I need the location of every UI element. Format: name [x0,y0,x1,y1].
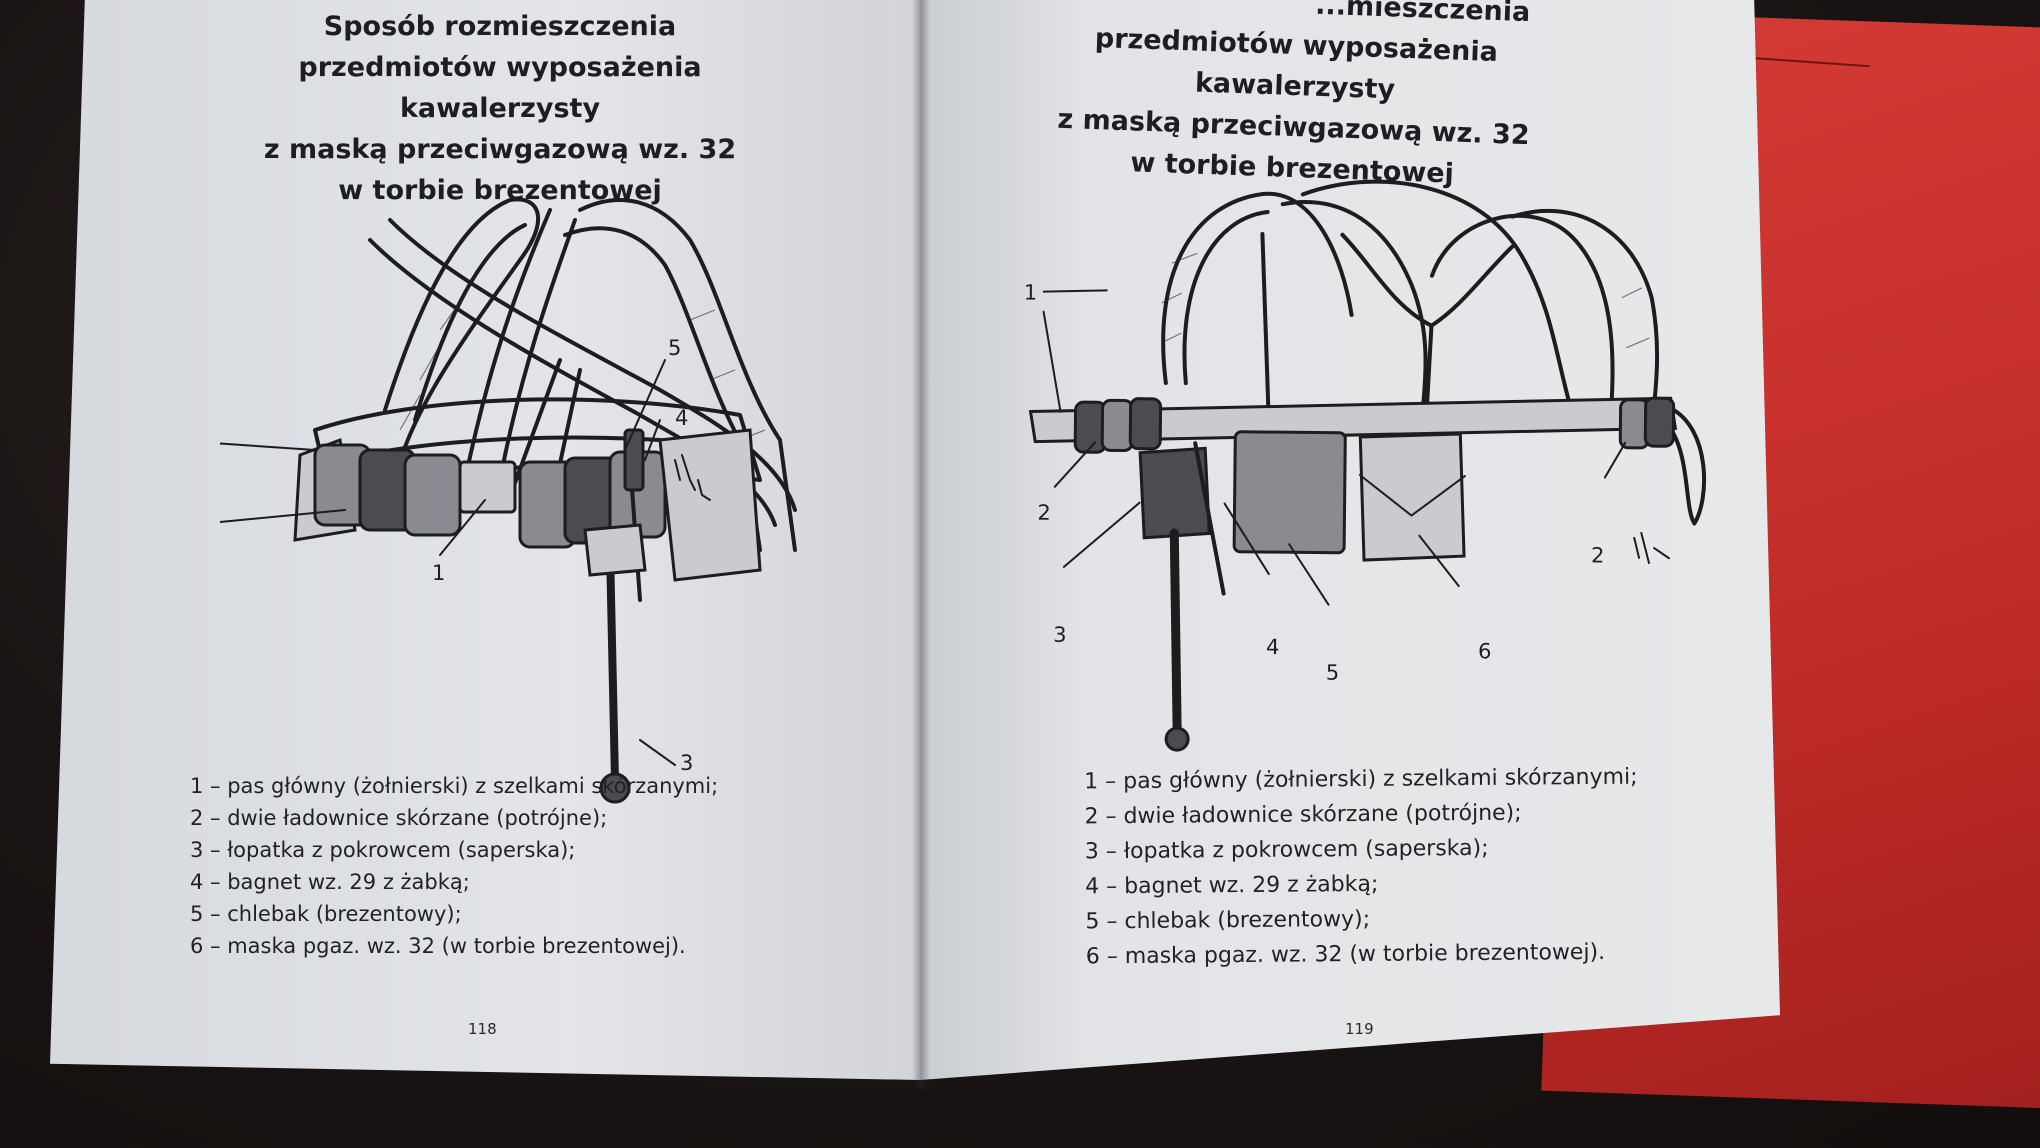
shovel-cover [1138,446,1211,540]
callout-leader-2 [1603,441,1627,479]
side-strap [1260,231,1271,417]
suspender-strap [578,198,797,552]
legend-item: 5 – chlebak (brezentowy); [1085,906,1371,935]
title-line: Sposób rozmieszczenia [323,11,677,42]
callout-leader-1 [1042,310,1062,413]
legend-item: 3 – łopatka z pokrowcem (saperska); [190,838,576,862]
callout-number: 6 [1478,639,1492,663]
ammo-pouches-right [1618,396,1676,450]
right-page: ...mieszczenia przedmiotów wyposażenia k… [920,0,1780,1080]
main-belt [1028,396,1678,444]
title-line: przedmiotów wyposażenia kawalerzysty [1094,22,1499,106]
belt-end [1668,406,1707,526]
callout-leader-5 [624,359,666,451]
callout-leader-2 [1053,441,1097,488]
callout-leader-5 [1288,543,1330,606]
left-page: Sposób rozmieszczenia przedmiotów wyposa… [50,0,920,1080]
artist-signature [1633,531,1671,565]
legend-list: 1 – pas główny (żołnierski) z szelkami s… [190,770,718,962]
legend-list: 1 – pas główny (żołnierski) z szelkami s… [1084,760,1639,975]
legend-item: 6 – maska pgaz. wz. 32 (w torbie brezent… [1085,939,1606,970]
title-line: z maską przeciwgazową wz. 32 [1057,103,1531,152]
suspender-strap [383,197,540,482]
shovel-handle [606,546,619,784]
callout-leader-4 [1223,502,1270,576]
suspender-arch [1280,200,1428,438]
callout-leader-3 [639,739,676,766]
shovel-knob [1164,726,1190,752]
artist-signature [674,454,711,501]
strap-shading [399,294,766,441]
callout-number: 5 [1326,661,1340,685]
callout-number: 4 [675,406,688,430]
callout-leader-3 [1062,501,1141,568]
gas-mask-bag-flap [1358,473,1466,517]
page-number: 119 [1345,1020,1374,1038]
suspender-yoke [1340,232,1515,328]
legend-item: 1 – pas główny (żołnierski) z szelkami s… [190,774,719,798]
bread-bag [1232,430,1347,555]
legend-item: 1 – pas główny (żołnierski) z szelkami s… [1084,764,1638,795]
equipment-illustration-side: 1 2 2 3 4 5 6 [1024,179,1707,752]
shovel-knob [599,772,631,804]
title-line: przedmiotów wyposażenia kawalerzysty [298,52,702,124]
legend-item: 5 – chlebak (brezentowy); [190,902,462,926]
strap-shading [1161,252,1650,349]
suspender-cross-strap [388,218,797,512]
suspender-strap [413,223,527,422]
suspender-arch [1161,191,1354,385]
bayonet [1193,441,1226,596]
callout-number: 5 [668,336,681,360]
suspender-arch [1510,208,1660,426]
bread-bag [658,428,762,582]
book-gutter [912,0,930,1090]
shovel-cover [583,523,647,577]
shovel-handle [1169,528,1182,738]
callout-leader-4 [644,419,661,461]
legend-item: 3 – łopatka z pokrowcem (saperska); [1084,835,1489,865]
legend-item: 4 – bagnet wz. 29 z żabką; [190,870,470,894]
callout-leader-6 [220,509,346,536]
legend-item: 2 – dwie ładownice skórzane (potrójne); [190,806,608,830]
title-line: z maską przeciwgazową wz. 32 [263,134,737,165]
callout-number: 3 [680,751,693,775]
callout-leader-1 [1042,289,1108,293]
belt-buckle [458,460,517,514]
left-page-title: Sposób rozmieszczenia przedmiotów wyposa… [240,6,760,211]
suspender-arch [1429,213,1615,420]
right-page-title: ...mieszczenia przedmiotów wyposażenia k… [1012,0,1579,199]
legend-item: 4 – bagnet wz. 29 z żabką; [1085,871,1379,900]
suspender-arch [1300,179,1573,410]
callout-number: 2 [1591,543,1605,567]
suspender-strap [463,208,552,482]
suspender-strap [563,226,762,552]
callout-number: 2 [1037,501,1051,525]
callout-number: 4 [1266,635,1280,659]
ammo-pouches-left [313,443,462,537]
callout-number: 1 [432,561,445,585]
callout-leader-1 [439,499,486,556]
callout-number: 3 [1053,623,1067,647]
callout-leader-6 [1418,534,1460,588]
gas-mask-bag [1358,432,1466,562]
suspender-arch [1182,210,1270,386]
page-number: 118 [468,1020,497,1038]
legend-item: 2 – dwie ładownice skórzane (potrójne); [1084,800,1522,830]
legend-item: 6 – maska pgaz. wz. 32 (w torbie brezent… [190,934,686,958]
equipment-illustration-front: 2 6 1 5 4 3 [220,197,797,804]
callout-leader-2 [220,434,316,451]
bayonet-frog [623,428,645,492]
ammo-pouches-left [1073,397,1163,454]
callout-number: 1 [1024,280,1038,304]
open-book: Sposób rozmieszczenia przedmiotów wyposa… [50,0,1780,1100]
